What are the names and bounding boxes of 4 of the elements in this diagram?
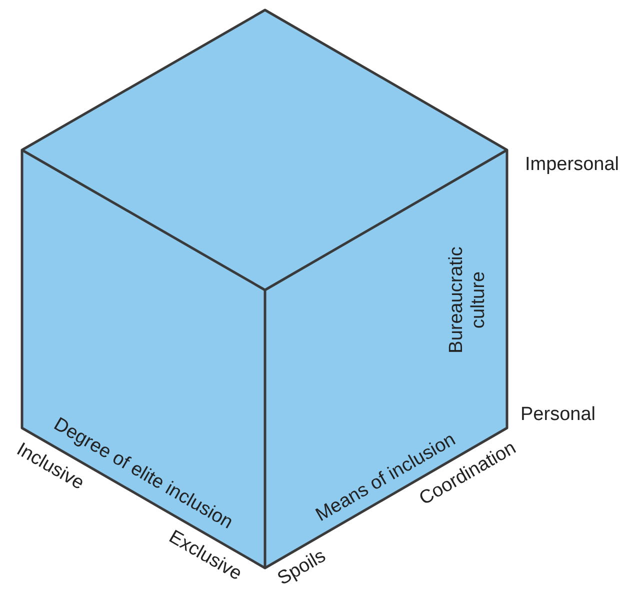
axis-label: Impersonal [525,154,619,176]
axis-label: Spoils [274,546,330,590]
axis-label: Personal [520,404,596,426]
axis-label: Bureaucratic culture [446,246,490,356]
